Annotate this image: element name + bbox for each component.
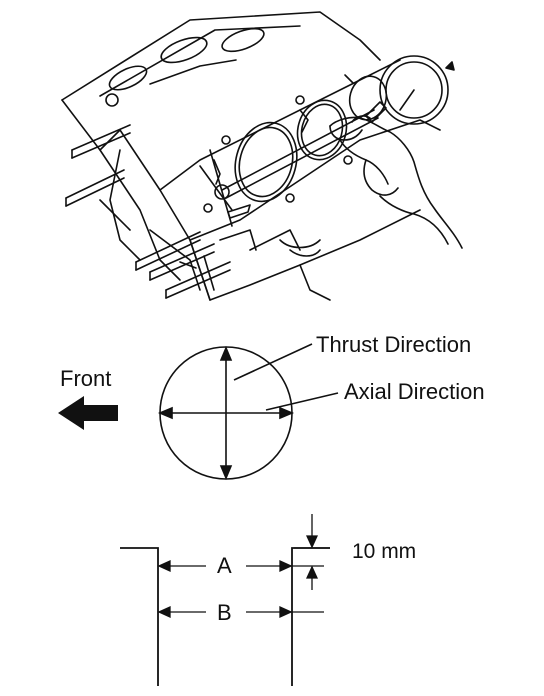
arrow-left-icon bbox=[58, 396, 118, 430]
engine-block-illustration bbox=[61, 11, 463, 301]
offset-label: 10 mm bbox=[352, 540, 416, 563]
axial-direction-label: Axial Direction bbox=[344, 379, 485, 404]
thrust-direction-label: Thrust Direction bbox=[316, 332, 471, 357]
point-a-label: A bbox=[217, 553, 232, 578]
front-label: Front bbox=[60, 366, 111, 391]
bore-cross-section bbox=[157, 343, 339, 481]
left-cylinder-wall bbox=[120, 547, 159, 686]
thrust-leader-line bbox=[233, 343, 313, 381]
axial-leader-line bbox=[265, 392, 339, 411]
measurement-lines bbox=[157, 514, 330, 619]
point-b-label: B bbox=[217, 600, 232, 625]
